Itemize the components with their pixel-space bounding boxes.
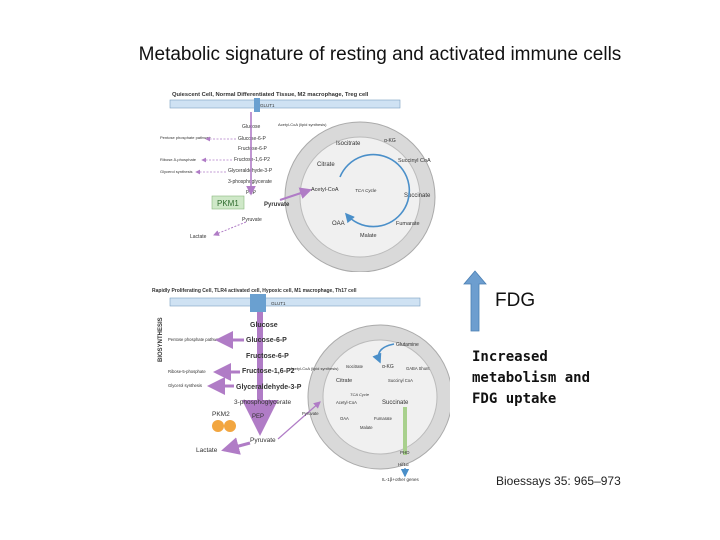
fructose6p-label: Fructose-6-P [238, 146, 268, 152]
fdg-label: FDG [495, 290, 536, 311]
glutamine-arrow [372, 343, 395, 364]
glut1-channel [254, 98, 260, 112]
panel-header: Rapidly Proliferating Cell, TLR4 activat… [152, 288, 357, 294]
lactate-label: Lactate [196, 447, 218, 454]
acetylcoa-label: Acetyl-CoA [336, 400, 357, 405]
glucose6p-label: Glucose-6-P [238, 136, 266, 142]
fructose6p-label: Fructose-6-P [246, 353, 289, 360]
citrate-label: Citrate [336, 378, 352, 384]
acetyl-lipid-label: Acetyl-CoA (lipid synthesis) [290, 366, 339, 371]
succinate-signal-bar [403, 407, 407, 455]
glycerol-label: Glycerol synthesis [168, 383, 202, 388]
oaa-label: OAA [332, 221, 345, 227]
isocitrate-label: Isocitrate [336, 141, 361, 147]
pyruvate-mito-label: Pyruvate [302, 411, 319, 416]
lactate-label: Lactate [190, 234, 207, 240]
fumarate-label: Fumarate [396, 221, 420, 227]
pkm2-subunit [212, 420, 224, 432]
akg-label: α-KG [384, 138, 396, 144]
lactate-arrow [213, 221, 247, 236]
panel-header: Quiescent Cell, Normal Differentiated Ti… [172, 92, 369, 98]
pkm1-label: PKM1 [217, 199, 239, 208]
citation: Bioessays 35: 965–973 [496, 474, 621, 488]
fructose16p2-label: Fructose-1,6-P2 [242, 368, 295, 375]
glucose6p-label: Glucose-6-P [246, 337, 287, 344]
glut1-label: GLUT1 [260, 103, 275, 108]
pep-label: PEP [252, 414, 264, 420]
ribose-label: Ribose-5-phosphate [160, 157, 197, 162]
to-mito-arrow [277, 401, 321, 440]
fdg-up-arrow [463, 270, 487, 332]
glut1-channel [250, 294, 266, 312]
tca-cycle-arrows [339, 153, 411, 228]
tca-label: TCA Cycle [355, 188, 377, 193]
fructose16p2-label: Fructose-1,6-P2 [234, 157, 270, 163]
increased-line: Increased [472, 349, 548, 365]
biosynthesis-label: BIOSYNTHESIS [158, 317, 164, 362]
phosphoglycerate-label: 3-phosphoglycerate [228, 179, 272, 185]
gaba-label: GABA Shunt [406, 366, 430, 371]
glutamine-label: Glutamine [396, 342, 419, 348]
page-title: Metabolic signature of resting and activ… [138, 44, 622, 65]
pyruvate-bold-label: Pyruvate [264, 202, 290, 208]
pkm1-box [211, 195, 245, 210]
phosphoglycerate-label: 3-phosphoglycerate [234, 399, 291, 406]
malate-label: Malate [360, 425, 373, 430]
increased-line: FDG uptake [472, 391, 557, 407]
isocitrate-label: Isocitrate [346, 364, 364, 369]
membrane-bar [169, 99, 401, 109]
lactate-arrow [221, 437, 251, 455]
activated-cell-diagram: Rapidly Proliferating Cell, TLR4 activat… [152, 288, 450, 482]
pkm2-subunit [224, 420, 236, 432]
hif-label: Hif1α [398, 462, 409, 467]
acetylcoa-label: Acetyl-CoA [311, 187, 339, 193]
glut1-label: GLUT1 [271, 301, 286, 306]
ribose-label: Ribose-5-phosphate [168, 369, 206, 374]
fumarate-label: Fumarate [374, 416, 393, 421]
pyruvate-label: Pyruvate [242, 217, 262, 223]
glycerol-label: Glycerol synthesis [160, 169, 192, 174]
resting-cell-diagram: Quiescent Cell, Normal Differentiated Ti… [160, 92, 436, 272]
mitochondrion-inner [322, 339, 438, 455]
to-mito-arrow [279, 187, 312, 201]
pkm2-label: PKM2 [212, 411, 230, 418]
citrate-label: Citrate [317, 162, 335, 168]
tca-label: TCA Cycle [350, 392, 370, 397]
pentose-label: Pentose phosphate pathway [160, 135, 210, 140]
succinate-label: Succinate [382, 400, 409, 406]
increased-line: metabolism and [472, 370, 591, 386]
pentose-label: Pentose phosphate pathway [168, 337, 222, 342]
mitochondrion-inner [299, 136, 421, 258]
malate-label: Malate [360, 233, 377, 239]
akg-label: α-KG [382, 364, 394, 370]
succinylcoa-label: Succinyl CoA [398, 158, 431, 164]
increased-metabolism-text: Increased metabolism and FDG uptake [472, 347, 672, 410]
glyceraldehyde-label: Glyceraldehyde-3-P [236, 384, 302, 391]
phd-label: PHD [400, 450, 410, 455]
acetyl-lipid-label: Acetyl-CoA (lipid synthesis) [278, 122, 327, 127]
oaa-label: OAA [340, 416, 349, 421]
glucose-label: Glucose [250, 322, 278, 329]
succinate-label: Succinate [404, 193, 431, 199]
succinylcoa-label: Succinyl CoA [388, 378, 413, 383]
il1b-label: IL-1β+other genes [382, 477, 419, 482]
membrane-bar [169, 297, 421, 307]
pyruvate-label: Pyruvate [250, 437, 276, 444]
